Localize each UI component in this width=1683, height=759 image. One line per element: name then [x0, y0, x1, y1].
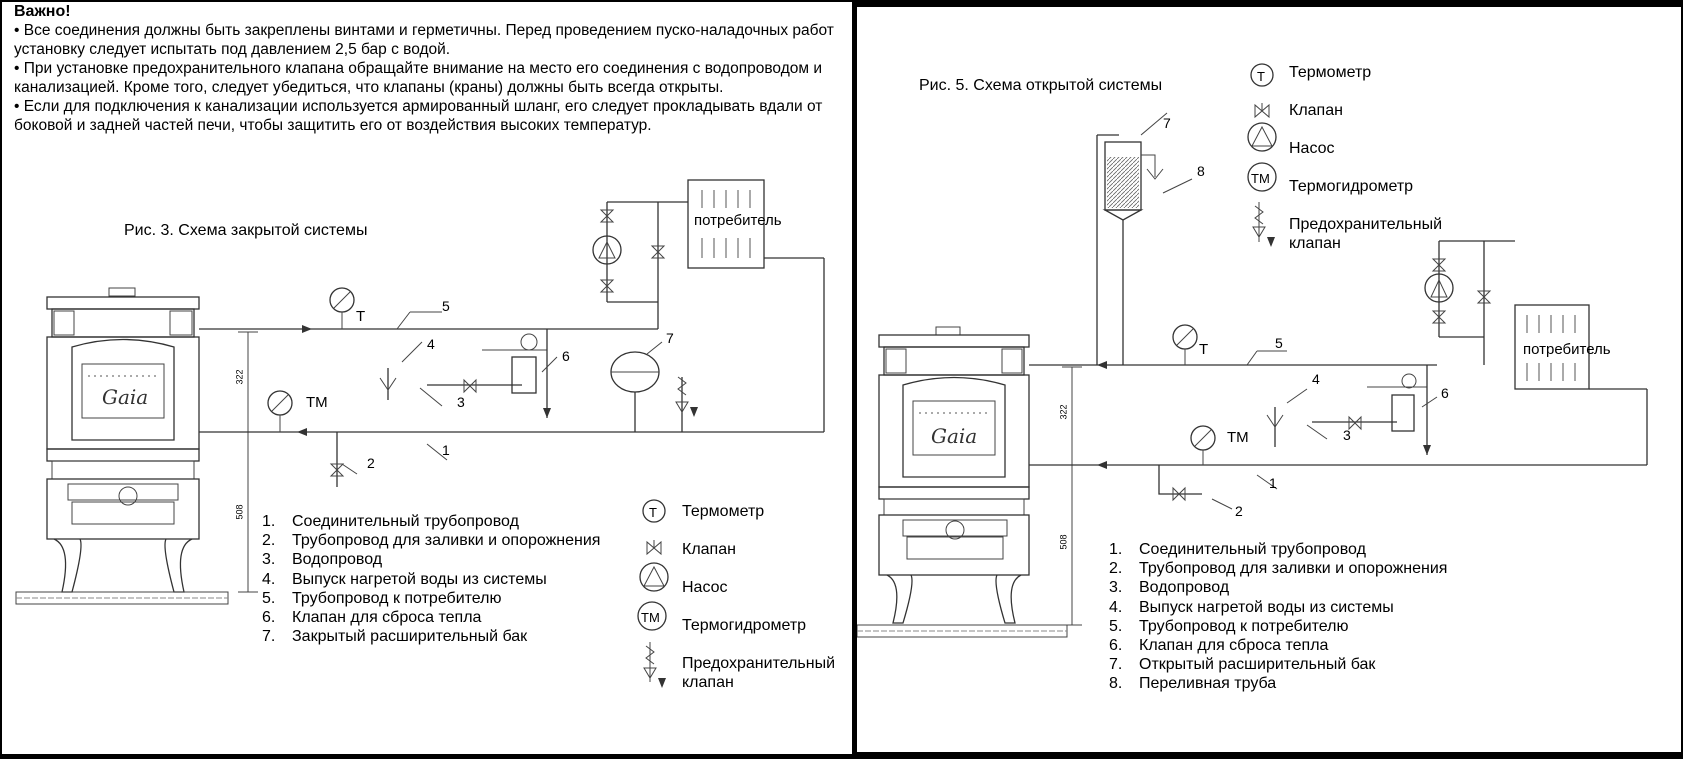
legend-item: 7.Закрытый расширительный бак	[262, 628, 528, 646]
callout-6: 6	[562, 348, 570, 364]
legend-item: 4.Выпуск нагретой воды из системы	[1109, 598, 1394, 616]
callout-7: 7	[666, 330, 674, 346]
callout-4: 4	[427, 336, 435, 352]
legend-item: 2.Трубопровод для заливки и опорожнения	[262, 532, 601, 550]
legend-item: 3.Водопровод	[262, 551, 383, 569]
stove-drawing: Gaia	[15, 287, 229, 605]
symbol-pump-label: Насос	[1289, 140, 1335, 157]
note-bullet: • Все соединения должны быть закреплены …	[14, 22, 834, 58]
closed-system-panel: Важно! • Все соединения должны быть закр…	[2, 2, 852, 754]
callout-5: 5	[442, 298, 450, 314]
symbol-safety-valve-label: Предохранительный клапан	[1289, 216, 1443, 253]
note-bullet: • При установке предохранительного клапа…	[14, 60, 822, 96]
svg-text:Gaia: Gaia	[102, 385, 148, 409]
legend-item: 5.Трубопровод к потребителю	[262, 589, 502, 607]
open-symbol-key: Термометр Клапан Насос Термогидрометр Пр…	[1289, 63, 1464, 253]
symbol-pump-label: Насос	[682, 579, 728, 596]
notes-heading: Важно!	[14, 3, 71, 20]
open-system-legend: 1.Соединительный трубопровод 2.Трубопров…	[1109, 540, 1447, 694]
open-system-diagram: Gaia	[857, 112, 1648, 638]
thermometer-mark-label: T	[1199, 341, 1209, 358]
legend-item: 1.Соединительный трубопровод	[1109, 541, 1366, 558]
callout-4: 4	[1312, 371, 1320, 387]
callout-3: 3	[457, 394, 465, 410]
closed-system-legend: 1.Соединительный трубопровод 2.Трубопров…	[262, 512, 600, 646]
legend-item: 8.Переливная труба	[1109, 675, 1277, 693]
callout-2: 2	[367, 455, 375, 471]
legend-item: 5.Трубопровод к потребителю	[1109, 617, 1349, 635]
callout-6: 6	[1441, 385, 1449, 401]
closed-system-caption: Рис. 3. Схема закрытой системы	[124, 222, 368, 239]
legend-item: 7.Открытый расширительный бак	[1109, 656, 1376, 674]
thermohydrometer-mark-label: TM	[1227, 429, 1249, 446]
callout-1: 1	[442, 442, 450, 458]
symbol-valve-label: Клапан	[682, 541, 736, 558]
legend-item: 3.Водопровод	[1109, 579, 1230, 597]
consumer-label: потребитель	[694, 212, 782, 229]
dimension-label: 322	[1058, 404, 1069, 420]
legend-item: 1.Соединительный трубопровод	[262, 513, 519, 530]
legend-item: 6.Клапан для сброса тепла	[262, 609, 482, 627]
legend-item: 6.Клапан для сброса тепла	[1109, 637, 1329, 655]
thermohydrometer-mark-label: TM	[306, 394, 328, 411]
important-notes: Важно! • Все соединения должны быть закр…	[14, 2, 849, 135]
symbol-thermometer-label: Термометр	[1289, 64, 1372, 81]
callout-5: 5	[1275, 335, 1283, 351]
thermometer-mark-label: T	[356, 308, 366, 325]
symbol-thermometer-label: Термометр	[682, 503, 765, 520]
symbol-thermohydrometer-label: Термогидрометр	[1289, 178, 1414, 195]
stove-drawing: Gaia	[857, 326, 1068, 638]
symbol-safety-valve-label: Предохранительный клапан	[682, 655, 836, 692]
callout-1: 1	[1269, 475, 1277, 491]
open-system-caption: Рис. 5. Схема открытой системы	[919, 77, 1163, 94]
closed-symbol-key: Термометр Клапан Насос Термогидрометр Пр…	[682, 502, 852, 692]
symbol-valve-label: Клапан	[1289, 102, 1343, 119]
callout-3: 3	[1343, 427, 1351, 443]
consumer-label: потребитель	[1523, 341, 1611, 358]
dimension-label: 508	[234, 504, 245, 520]
callout-2: 2	[1235, 503, 1243, 519]
open-system-panel: Рис. 5. Схема открытой системы Gaia	[857, 7, 1681, 752]
legend-item: 2.Трубопровод для заливки и опорожнения	[1109, 560, 1448, 578]
dimension-label: 322	[234, 369, 245, 385]
callout-7: 7	[1163, 115, 1171, 131]
callout-8: 8	[1197, 163, 1205, 179]
note-bullet: • Если для подключения к канализации исп…	[14, 98, 823, 134]
dimension-label: 508	[1058, 534, 1069, 550]
symbol-thermohydrometer-label: Термогидрометр	[682, 617, 807, 634]
closed-system-diagram: Gaia	[15, 179, 825, 605]
legend-item: 4.Выпуск нагретой воды из системы	[262, 570, 547, 588]
svg-text:Gaia: Gaia	[931, 424, 977, 448]
